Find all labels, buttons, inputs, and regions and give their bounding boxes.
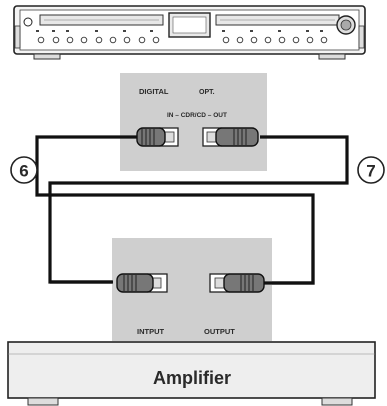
optical-plug-icon — [223, 273, 265, 293]
optical-plug-icon — [215, 127, 259, 147]
io-label: IN – CDR/CD – OUT — [167, 112, 227, 119]
input-label: INTPUT — [137, 327, 165, 336]
amplifier-unit: Amplifier — [7, 341, 376, 406]
callout-7-number: 7 — [366, 162, 375, 181]
panel-in-connector — [136, 127, 179, 147]
callout-7: 7 — [357, 156, 385, 184]
digital-io-panel: DIGITAL OPT. IN – CDR/CD – OUT — [120, 73, 267, 171]
optical-plug-icon — [116, 273, 154, 293]
front-panel-buttons — [37, 36, 328, 44]
amplifier-label: Amplifier — [153, 368, 231, 388]
panel-out-connector — [202, 127, 259, 147]
power-button-icon — [23, 17, 33, 27]
cd-recorder-device — [13, 5, 366, 60]
callout-6-number: 6 — [19, 162, 28, 181]
output-label: OUTPUT — [204, 327, 235, 336]
digital-label: DIGITAL — [139, 87, 169, 96]
amp-input-connector — [116, 273, 168, 293]
callout-6: 6 — [10, 156, 38, 184]
optical-plug-icon — [136, 127, 166, 147]
amp-output-connector — [209, 273, 265, 293]
opt-label: OPT. — [199, 89, 215, 96]
